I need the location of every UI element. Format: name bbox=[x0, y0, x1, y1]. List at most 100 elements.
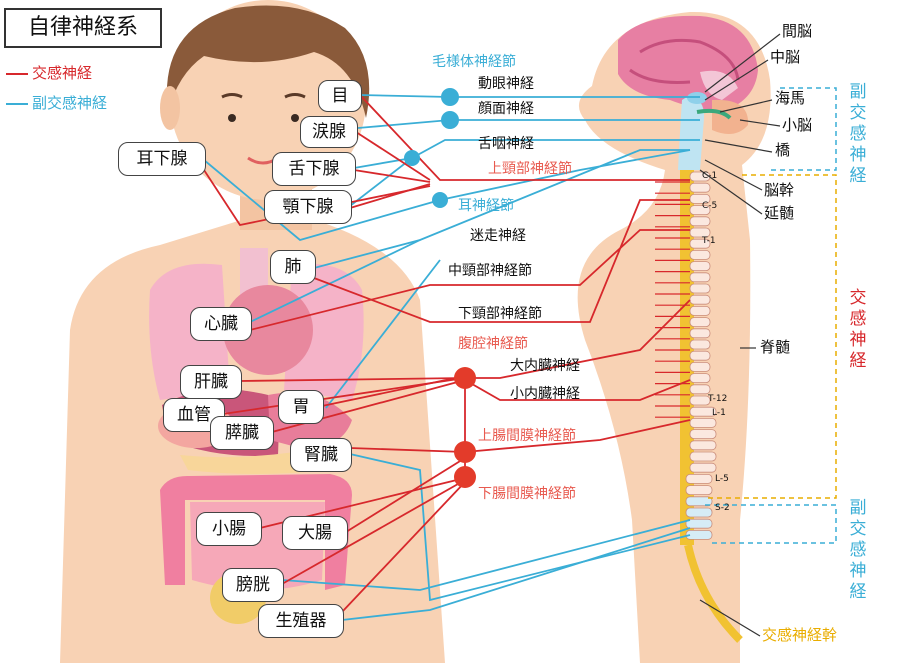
vertebra-labels: C-1 C-5 T-1 T-12 L-1 L-5 S-2 bbox=[701, 171, 730, 513]
ganglia bbox=[404, 88, 476, 488]
parasympathetic-nerve-line bbox=[341, 527, 691, 621]
vertebra bbox=[689, 373, 711, 384]
organ-lung: 肺 bbox=[270, 250, 316, 284]
parasympathetic-nerve-line bbox=[325, 259, 441, 409]
parasympathetic-nerve-line bbox=[353, 139, 700, 169]
label-middle-cervical: 中頸部神経節 bbox=[448, 262, 532, 279]
sympathetic-nerve-line bbox=[465, 299, 691, 379]
vertebra bbox=[689, 227, 711, 238]
side-label-char: 神 bbox=[849, 145, 867, 165]
parasympathetic-nerve-line bbox=[349, 157, 413, 207]
leader-line bbox=[699, 599, 761, 637]
organ-large-intestine: 大腸 bbox=[282, 516, 348, 550]
sympathetic-nerve-line bbox=[355, 131, 431, 181]
vertebra bbox=[689, 193, 711, 204]
organ-stomach: 胃 bbox=[278, 390, 324, 424]
vertebra bbox=[689, 216, 711, 227]
vertebra bbox=[689, 249, 711, 260]
bracket-parasym-top bbox=[770, 87, 837, 171]
label-superior-cervical: 上頸部神経節 bbox=[488, 160, 572, 177]
vertebral-column bbox=[685, 171, 717, 540]
parasympathetic-nerve-line bbox=[349, 453, 691, 602]
diagram-title: 自律神経系 bbox=[4, 8, 162, 48]
leader-line bbox=[704, 139, 773, 153]
leader-line bbox=[719, 99, 773, 113]
leader-line bbox=[739, 119, 781, 127]
otic-ganglion-node bbox=[432, 192, 448, 208]
label-spinal-cord: 脊髄 bbox=[760, 338, 790, 356]
organ-bladder: 膀胱 bbox=[222, 568, 284, 602]
sympathetic-nerve-line bbox=[239, 377, 466, 382]
vertebra bbox=[689, 361, 711, 372]
organ-kidney: 腎臓 bbox=[290, 438, 352, 472]
vertebra bbox=[685, 518, 713, 529]
label-medulla: 延髄 bbox=[764, 204, 794, 222]
vertebra bbox=[689, 261, 711, 272]
legend-sympathetic: 交感神経 bbox=[6, 62, 92, 83]
parasympathetic-nerve-line bbox=[313, 149, 690, 269]
side-label-parasympathetic-top: 副交感神経 bbox=[846, 82, 870, 187]
pterygopalatine-ganglion-node bbox=[441, 111, 459, 129]
side-label-char: 神 bbox=[849, 561, 867, 581]
vertebra bbox=[689, 406, 717, 417]
vertebra-c5: C-5 bbox=[702, 201, 717, 211]
vertebra bbox=[689, 294, 711, 305]
vertebra bbox=[689, 462, 717, 473]
vertebra bbox=[689, 417, 717, 428]
organ-pancreas: 膵臓 bbox=[210, 416, 274, 450]
label-inferior-mesenteric: 下腸間膜神経節 bbox=[478, 485, 576, 502]
leader-line bbox=[699, 169, 763, 215]
side-label-char: 副 bbox=[849, 82, 867, 102]
organ-genital: 生殖器 bbox=[258, 604, 344, 638]
parasympathetic-nerve-line bbox=[249, 239, 421, 323]
side-label-sympathetic: 交感神経 bbox=[846, 288, 870, 372]
sympathetic-nerve-line bbox=[464, 419, 691, 453]
side-label-char: 経 bbox=[849, 166, 867, 186]
label-lesser-splanchnic: 小内臓神経 bbox=[510, 386, 580, 402]
side-label-char: 交 bbox=[849, 288, 867, 308]
label-pons: 橋 bbox=[775, 141, 790, 159]
sympathetic-nerve-line bbox=[203, 169, 431, 227]
vertebra bbox=[685, 473, 713, 484]
side-label-char: 感 bbox=[849, 124, 867, 144]
label-celiac-ganglion: 腹腔神経節 bbox=[458, 335, 528, 352]
organ-submandibular-gland: 顎下腺 bbox=[264, 190, 352, 224]
label-greater-splanchnic: 大内臓神経 bbox=[510, 358, 580, 374]
label-diencephalon: 間脳 bbox=[782, 22, 812, 40]
sympathetic-nerve-line bbox=[464, 379, 691, 401]
side-body bbox=[577, 11, 771, 663]
side-label-char: 副 bbox=[849, 498, 867, 518]
vertebra-l1: L-1 bbox=[712, 408, 726, 418]
label-facial: 顔面神経 bbox=[478, 101, 534, 117]
vertebra bbox=[685, 485, 713, 496]
side-label-char: 経 bbox=[849, 351, 867, 371]
sympathetic-nerve-line bbox=[349, 447, 466, 453]
vertebra bbox=[689, 328, 711, 339]
brain-labels: 間脳 中脳 海馬 小脳 橋 脳幹 延髄 脊髄 交感神経幹 bbox=[760, 22, 837, 644]
side-label-char: 経 bbox=[849, 582, 867, 602]
side-label-parasympathetic-bottom: 副交感神経 bbox=[846, 498, 870, 603]
vertebra bbox=[689, 429, 717, 440]
organ-sublingual-gland: 舌下腺 bbox=[272, 152, 356, 186]
legend-parasympathetic: 副交感神経 bbox=[6, 92, 107, 113]
sympathetic-nerve-line bbox=[321, 375, 466, 407]
side-label-char: 感 bbox=[849, 540, 867, 560]
vertebra bbox=[689, 339, 711, 350]
inferior-mesenteric-ganglion-node bbox=[454, 466, 476, 488]
vertebra-t12: T-12 bbox=[707, 394, 727, 404]
sympathetic-nerve-line bbox=[345, 457, 466, 533]
vertebra bbox=[689, 395, 711, 406]
vertebra bbox=[685, 530, 713, 540]
bracket-parasym-bottom bbox=[705, 504, 837, 544]
vertebra bbox=[689, 305, 711, 316]
vertebra bbox=[689, 205, 711, 216]
organ-liver: 肝臓 bbox=[180, 365, 242, 399]
label-oculomotor: 動眼神経 bbox=[478, 76, 534, 92]
vertebra bbox=[689, 440, 717, 451]
legend-label: 副交感神経 bbox=[32, 94, 108, 112]
ciliary-ganglion-node bbox=[441, 88, 459, 106]
label-ciliary-ganglion: 毛様体神経節 bbox=[432, 53, 516, 70]
vertebra bbox=[689, 384, 711, 395]
organ-eye: 目 bbox=[318, 80, 362, 112]
vertebra bbox=[689, 451, 717, 462]
